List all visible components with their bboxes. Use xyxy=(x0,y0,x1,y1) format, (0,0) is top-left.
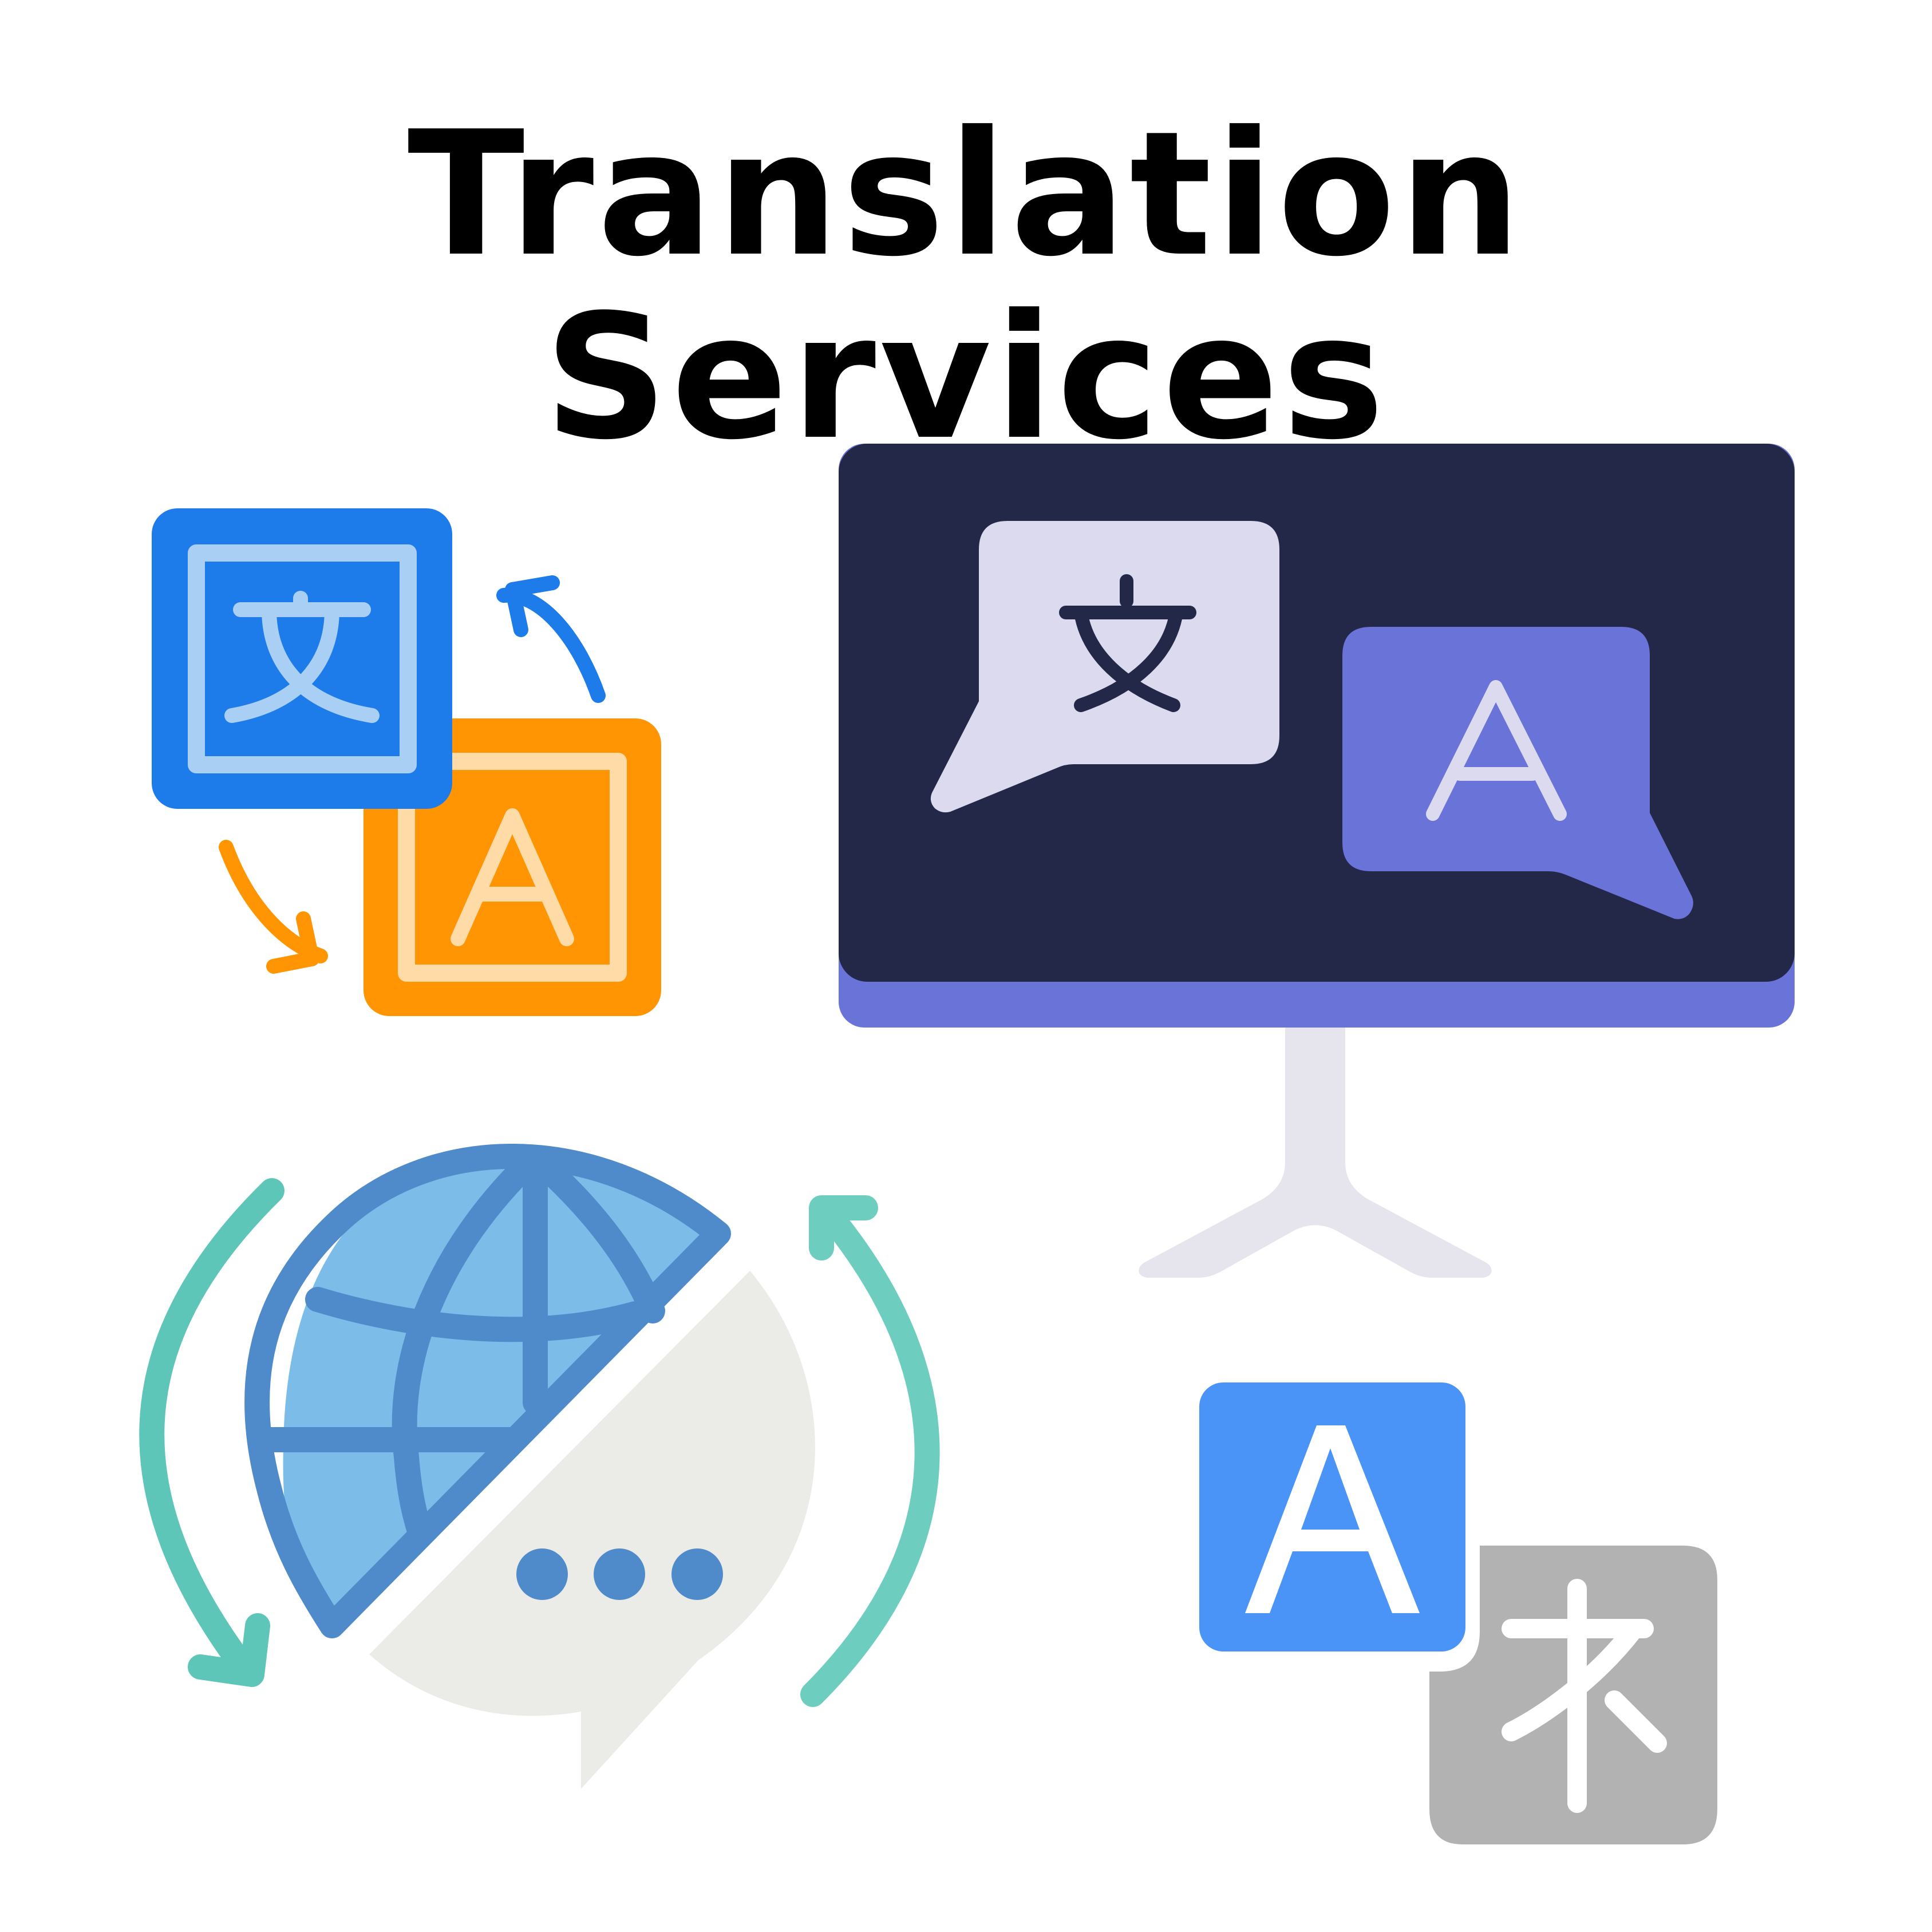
chinese-character-icon xyxy=(224,591,380,723)
blue-letter-tile xyxy=(1199,1382,1465,1652)
arrow-up-right-icon xyxy=(496,575,606,703)
globe-chat-illustration xyxy=(139,1144,940,1789)
page-title: Translation Services xyxy=(407,94,1525,477)
arrow-clockwise-left-icon xyxy=(139,1178,285,1687)
chinese-character-icon xyxy=(1059,574,1196,712)
arrow-clockwise-right-icon xyxy=(800,1195,940,1707)
monitor-stand xyxy=(1139,1025,1492,1278)
arrow-down-right-icon xyxy=(219,840,328,974)
letter-a-icon xyxy=(451,808,574,946)
gray-japanese-tile xyxy=(1429,1546,1717,1844)
speech-bubble-latin xyxy=(1342,627,1693,919)
speech-bubble-ellipsis-icon xyxy=(369,1271,815,1789)
japanese-character-icon xyxy=(1502,1579,1667,1813)
speech-bubble-chinese xyxy=(930,521,1279,813)
language-switch-tiles xyxy=(1199,1382,1717,1844)
blue-chinese-tile xyxy=(152,508,452,809)
translate-tiles-group xyxy=(152,508,661,1016)
globe-icon xyxy=(244,1144,731,1638)
monitor-illustration xyxy=(839,444,1795,1278)
letter-a-icon xyxy=(1245,1425,1420,1613)
letter-a-icon xyxy=(1426,680,1567,821)
